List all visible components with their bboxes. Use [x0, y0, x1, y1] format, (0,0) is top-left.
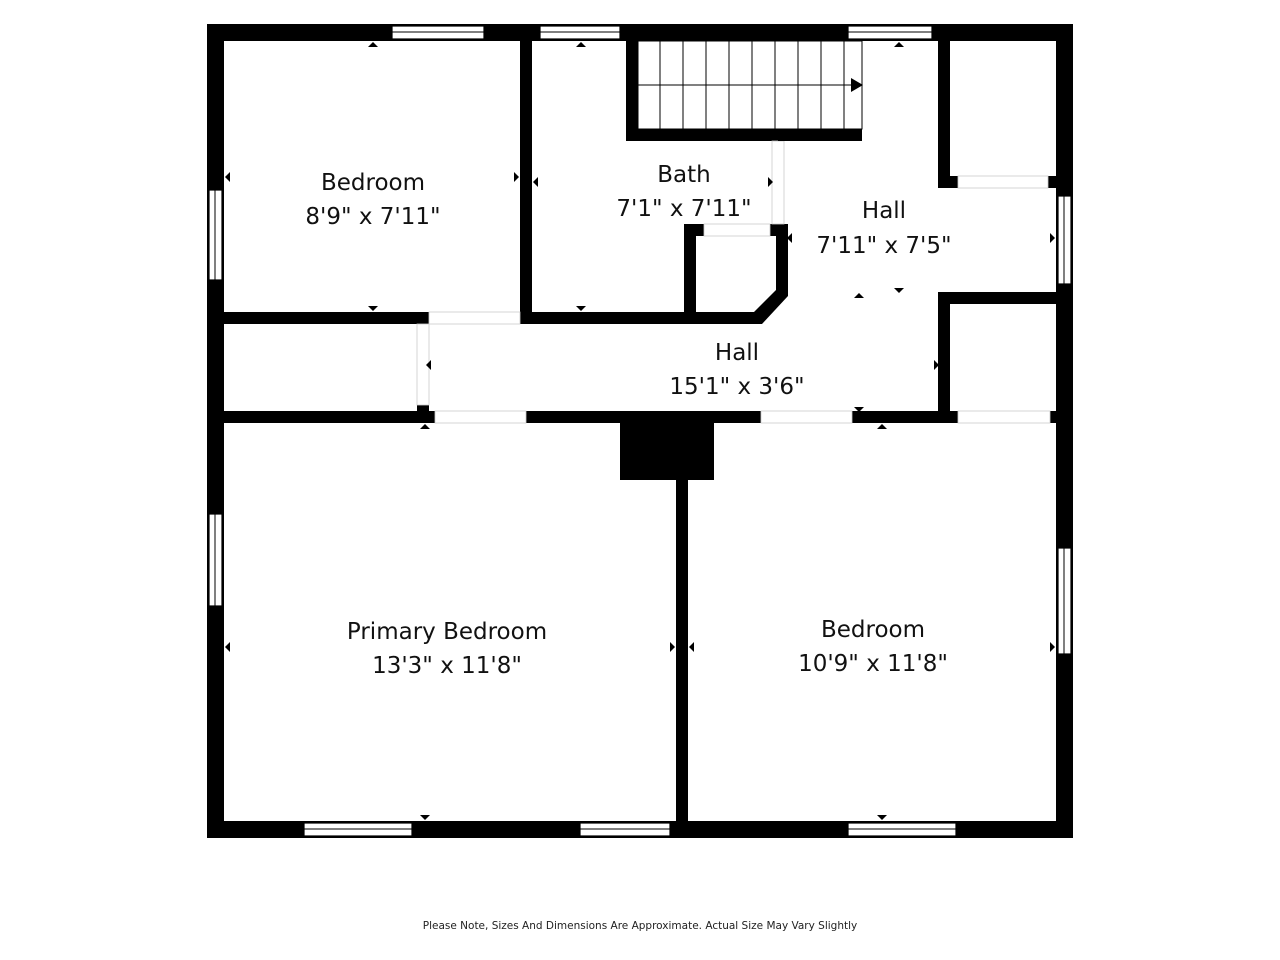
room-dims-hall-upper: 7'11" x 7'5"	[816, 233, 951, 259]
dimension-marker-icon	[877, 815, 887, 820]
opening-bedroom-door	[760, 410, 853, 424]
window-right-2	[1057, 547, 1072, 655]
opening-closet-top-door	[703, 223, 771, 237]
dimension-marker-icon	[670, 642, 675, 652]
window-right-1	[1057, 195, 1072, 285]
exterior-wall-left	[207, 24, 224, 838]
room-name-primary-bedroom: Primary Bedroom	[347, 619, 547, 645]
wall-hall-lower-far-right	[1050, 411, 1056, 423]
opening-closet-door	[957, 410, 1051, 424]
wall-hall-right-top	[938, 292, 1056, 304]
dimension-marker-icon	[787, 233, 792, 243]
stairs	[637, 40, 863, 141]
wall-hall-lower-mid	[526, 411, 761, 423]
room-name-bath: Bath	[657, 162, 710, 188]
dimension-marker-icon	[576, 42, 586, 47]
wall-stair-left	[626, 41, 638, 141]
dimension-marker-icon	[426, 360, 431, 370]
room-labels: Bedroom 8'9" x 7'11" Bath 7'1" x 7'11" H…	[305, 162, 951, 679]
window-bottom-3	[847, 822, 957, 837]
windows	[208, 25, 1072, 837]
wall-closet-top-right	[770, 224, 788, 236]
dimension-marker-icon	[1050, 233, 1055, 243]
wall-stair-bottom	[626, 129, 784, 141]
dimension-marker-icon	[854, 407, 864, 412]
room-dims-bedroom-top-left: 8'9" x 7'11"	[305, 204, 440, 230]
dimension-marker-icon	[894, 288, 904, 293]
room-name-bedroom-top-left: Bedroom	[321, 170, 425, 196]
room-dims-primary-bedroom: 13'3" x 11'8"	[372, 653, 522, 679]
opening-bedroom-tl-door	[428, 311, 521, 325]
exterior-wall-right	[1056, 24, 1073, 838]
window-left-2	[208, 513, 223, 607]
dimension-marker-icon	[420, 424, 430, 429]
opening-bath-door	[771, 140, 785, 225]
wall-hall-lower-right	[852, 411, 958, 423]
dimension-marker-icon	[689, 642, 694, 652]
wall-right-closet-bottom-right	[1048, 176, 1056, 188]
dimension-marker-icon	[368, 306, 378, 311]
dimension-marker-icon	[854, 293, 864, 298]
window-left-1	[208, 189, 223, 281]
wall-bedrooms-divider	[676, 480, 688, 821]
window-top-3	[847, 25, 933, 40]
dimension-marker-icon	[225, 172, 230, 182]
dimension-marker-icon	[877, 424, 887, 429]
wall-closet-left	[684, 224, 696, 316]
openings	[416, 140, 1051, 424]
window-bottom-2	[579, 822, 671, 837]
room-name-hall-upper: Hall	[862, 198, 906, 224]
opening-right-closet-door	[957, 175, 1049, 189]
wall-closet-top	[684, 224, 704, 236]
window-bottom-1	[303, 822, 413, 837]
dimension-markers	[225, 42, 1055, 820]
wall-hall-small-closet-bottom	[417, 405, 429, 423]
opening-primary-door	[434, 410, 527, 424]
footer-note: Please Note, Sizes And Dimensions Are Ap…	[422, 920, 858, 932]
window-top-2	[539, 25, 621, 40]
room-name-bedroom-right: Bedroom	[821, 617, 925, 643]
stair-arrow-icon	[851, 78, 863, 92]
chimney-block	[620, 423, 714, 480]
wall-closet-right	[776, 224, 788, 296]
room-dims-hall-center: 15'1" x 3'6"	[669, 374, 804, 400]
dimension-marker-icon	[368, 42, 378, 47]
room-dims-bath: 7'1" x 7'11"	[616, 196, 751, 222]
wall-bath-bottom	[520, 312, 758, 324]
wall-hall-right-side	[938, 292, 950, 423]
wall-hall-lower-left	[224, 411, 435, 423]
exterior-wall-top	[207, 24, 1073, 41]
wall-right-closet-left	[938, 41, 950, 188]
dimension-marker-icon	[225, 642, 230, 652]
wall-bedroom-bottom	[224, 312, 429, 324]
dimension-marker-icon	[514, 172, 519, 182]
dimension-marker-icon	[1050, 642, 1055, 652]
wall-bath-angle	[754, 290, 788, 324]
dimension-marker-icon	[533, 177, 538, 187]
wall-hall-small-closet	[417, 312, 429, 324]
dimension-marker-icon	[894, 42, 904, 47]
room-name-hall-center: Hall	[715, 340, 759, 366]
dimension-marker-icon	[420, 815, 430, 820]
dimension-marker-icon	[768, 177, 773, 187]
wall-right-closet-bottom	[938, 176, 958, 188]
dimension-marker-icon	[934, 360, 939, 370]
interior-walls	[224, 41, 1056, 821]
room-dims-bedroom-right: 10'9" x 11'8"	[798, 651, 948, 677]
dimension-marker-icon	[576, 306, 586, 311]
wall-bedroom-bath	[520, 41, 532, 324]
window-top-1	[391, 25, 485, 40]
